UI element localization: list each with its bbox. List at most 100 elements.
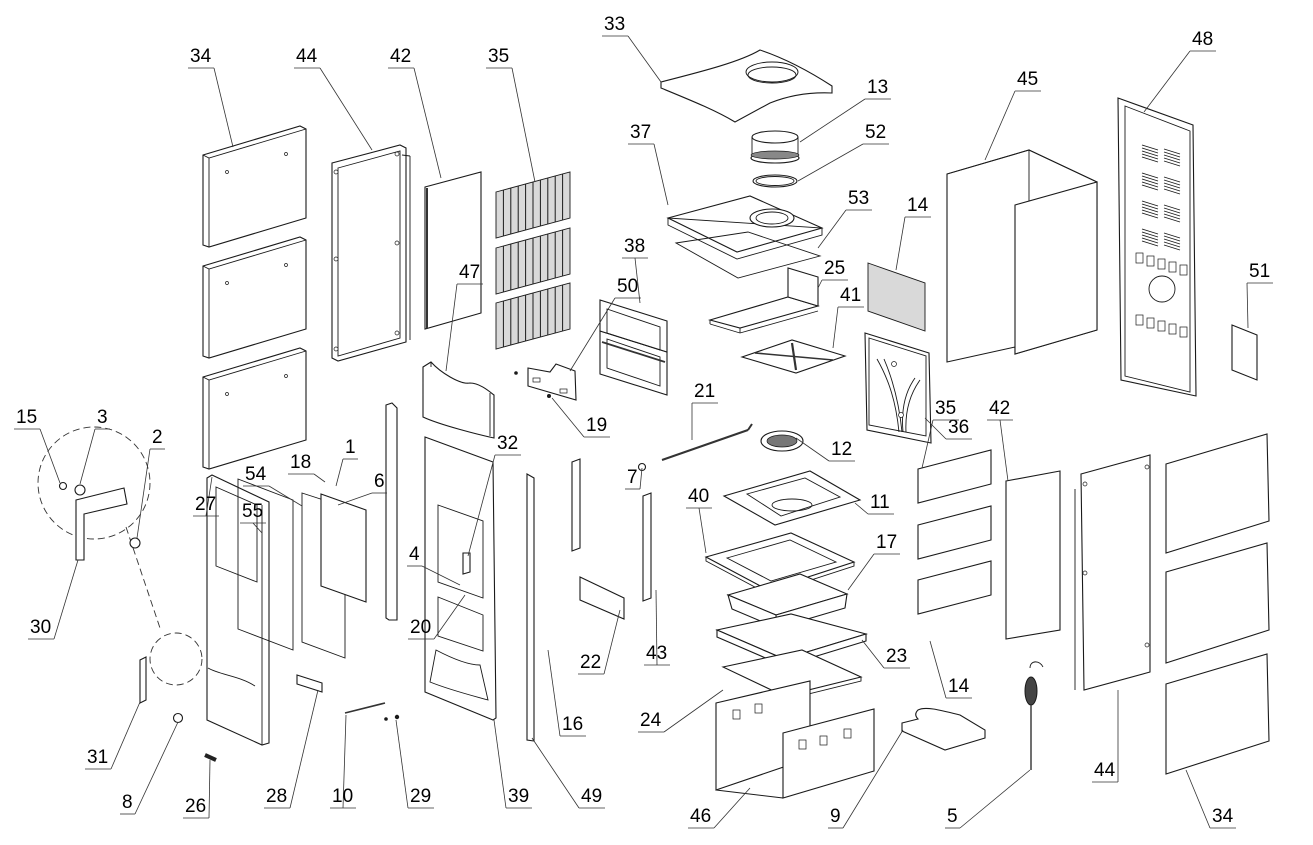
louver-slot	[1141, 150, 1159, 157]
louver-slot	[1141, 178, 1159, 185]
part-50-bracket	[527, 363, 577, 401]
part-9-handle-grip	[901, 707, 986, 751]
callout-number: 5	[947, 806, 958, 827]
part-45-rear-casing	[946, 149, 1098, 363]
part-30-hinge-bracket	[75, 487, 128, 561]
callout-leader-line	[79, 428, 96, 485]
callout-leader-line	[39, 428, 61, 484]
callout-leader-line	[799, 98, 866, 143]
part-31-hinge-plate	[139, 656, 147, 704]
louver-slot	[1141, 234, 1159, 241]
part-19-screw	[547, 394, 551, 398]
part-10-rod	[344, 702, 386, 714]
callout-leader-line	[134, 721, 179, 815]
callout-number: 20	[410, 617, 431, 638]
callout-7: 7	[625, 467, 643, 490]
callout-34: 34	[1185, 769, 1236, 829]
part-38-inner-hopper-frame	[599, 299, 668, 396]
callout-leader-line	[413, 67, 442, 179]
callout-leader-line	[53, 559, 79, 640]
callout-leader-line	[698, 507, 707, 554]
side-panel-middle	[202, 236, 307, 359]
callout-35: 35	[486, 46, 536, 183]
louver-slot	[1141, 181, 1159, 188]
callout-number: 3	[97, 407, 108, 428]
callout-3: 3	[79, 407, 110, 485]
callout-37: 37	[628, 122, 669, 206]
part-34-right-side-panels	[1165, 433, 1270, 775]
callout-25: 25	[817, 258, 848, 289]
louver-slot	[1163, 207, 1181, 214]
callout-number: 43	[646, 643, 667, 664]
callout-leader-line	[467, 454, 496, 557]
callout-leader-line	[895, 216, 906, 271]
part-28-plate	[296, 674, 323, 693]
louver-slot	[1141, 203, 1159, 210]
louver-slot	[1163, 148, 1181, 155]
side-panel-top	[202, 125, 307, 248]
callout-number: 38	[624, 236, 645, 257]
callout-number: 1	[345, 437, 356, 458]
callout-number: 4	[409, 544, 420, 565]
callout-40: 40	[686, 486, 712, 554]
callout-39: 39	[493, 719, 532, 809]
part-26-spring	[204, 753, 217, 762]
callout-number: 13	[867, 77, 888, 98]
callout-number: 36	[948, 417, 969, 438]
callout-number: 24	[640, 710, 662, 731]
louver-slot	[1141, 153, 1159, 160]
louver-slot	[1141, 144, 1159, 151]
callout-number: 55	[242, 501, 263, 522]
part-8-knob	[172, 712, 184, 724]
callout-4: 4	[407, 544, 461, 586]
callout-leader-line	[493, 719, 507, 809]
louver-slot	[1163, 160, 1181, 167]
louver-slot	[1163, 235, 1181, 242]
callout-leader-line	[817, 209, 847, 249]
callout-number: 45	[1017, 69, 1038, 90]
callout-13: 13	[799, 77, 891, 143]
callout-54: 54	[243, 464, 303, 507]
callout-50: 50	[569, 276, 641, 372]
callout-24: 24	[638, 689, 724, 733]
callout-26: 26	[183, 759, 211, 819]
part-3-washer	[74, 484, 86, 496]
callout-number: 26	[185, 796, 206, 817]
callout-leader-line	[663, 689, 724, 733]
callout-leader-line	[289, 689, 319, 809]
louver-rows	[1135, 144, 1188, 338]
callout-number: 8	[122, 792, 133, 813]
callout-46: 46	[688, 787, 751, 829]
part-25-baffle-plate	[707, 267, 820, 334]
callout-leader-line	[832, 306, 839, 349]
callout-leader-line	[208, 759, 211, 819]
callout-38: 38	[622, 236, 648, 304]
callout-number: 42	[390, 46, 411, 67]
callout-leader-line	[959, 769, 1031, 829]
callout-23: 23	[861, 639, 910, 669]
part-43-side-bracket	[642, 492, 652, 602]
callout-leader-line	[854, 502, 869, 515]
callout-number: 33	[604, 14, 625, 35]
callout-leader-line	[929, 640, 947, 699]
part-49-side-strip	[385, 402, 398, 621]
louver-slot	[1141, 231, 1159, 238]
part-11-burner-support-plate	[722, 470, 862, 526]
louver-slot	[1141, 237, 1159, 244]
callout-leader-line	[634, 257, 641, 304]
callout-number: 6	[374, 471, 385, 492]
callout-number: 28	[266, 786, 287, 807]
callout-52: 52	[797, 122, 889, 182]
callout-16: 16	[547, 649, 586, 737]
callout-6: 6	[337, 471, 387, 506]
callout-number: 40	[688, 486, 709, 507]
ribbed-panel-3	[495, 282, 571, 350]
vent-opening	[1157, 320, 1166, 332]
louver-slot	[1163, 241, 1181, 248]
callout-53: 53	[817, 188, 872, 249]
callout-leader-line	[1143, 50, 1191, 113]
part-44-right-side-frame	[1074, 454, 1151, 691]
callout-34: 34	[188, 46, 234, 148]
louver-slot	[1163, 216, 1181, 223]
louver-slot	[1163, 210, 1181, 217]
